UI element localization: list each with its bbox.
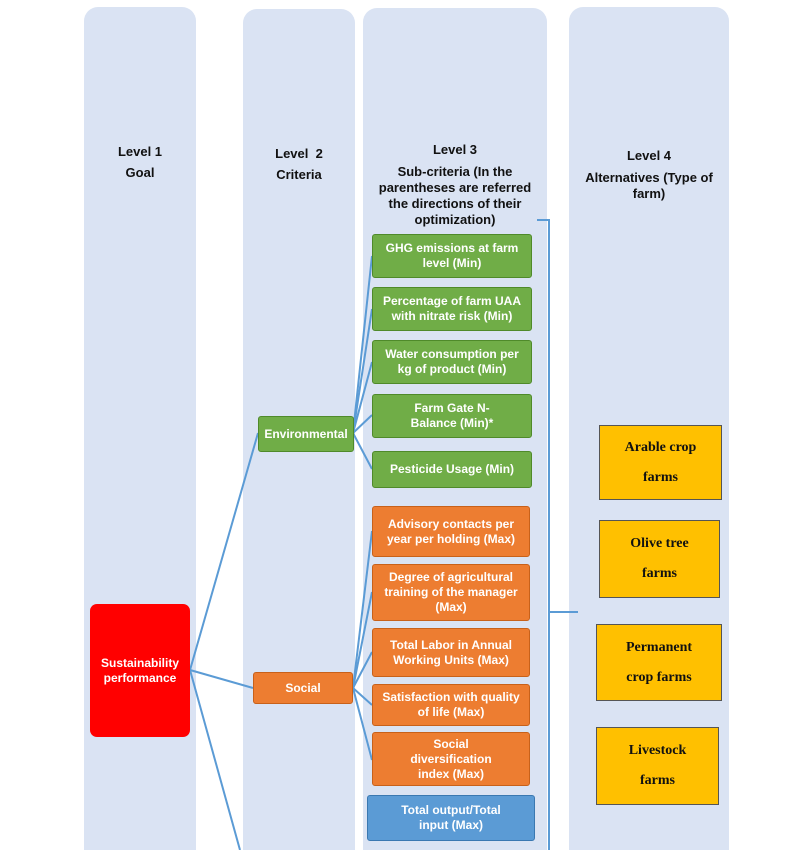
- subcriterion-total-labor: Total Labor in Annual Working Units (Max…: [372, 628, 530, 677]
- subcriterion-n-balance: Farm Gate N-Balance (Min)*: [372, 394, 532, 438]
- level2-subtitle: Criteria: [276, 167, 322, 182]
- goal-box: Sustainability performance: [90, 604, 190, 737]
- subcriterion-ghg-emissions: GHG emissions at farm level (Min): [372, 234, 532, 278]
- subcriterion-advisory-contacts: Advisory contacts per year per holding (…: [372, 506, 530, 557]
- criterion-environmental: Environmental: [258, 416, 354, 452]
- level4-title: Level 4: [626, 148, 672, 163]
- subcriterion-total-output-input: Total output/Total input (Max): [367, 795, 535, 841]
- level4-subtitle: Alternatives (Type of farm): [585, 170, 713, 201]
- alternative-olive-tree-farms: Olive tree farms: [599, 520, 720, 598]
- alternative-livestock-farms: Livestock farms: [596, 727, 719, 805]
- level3-subtitle: Sub-criteria (In the parentheses are ref…: [378, 164, 532, 227]
- alternative-permanent-crop-farms: Permanent crop farms: [596, 624, 722, 701]
- subcriterion-social-diversification: Social diversification index (Max): [372, 732, 530, 786]
- criterion-social: Social: [253, 672, 353, 704]
- level3-title: Level 3: [432, 142, 478, 157]
- subcriterion-agricultural-training: Degree of agricultural training of the m…: [372, 564, 530, 621]
- level4-header: Level 4 Alternatives (Type of farm): [575, 147, 723, 202]
- subcriterion-nitrate-risk: Percentage of farm UAA with nitrate risk…: [372, 287, 532, 331]
- level2-header: Level 2 Criteria: [243, 145, 355, 183]
- subcriterion-pesticide-usage: Pesticide Usage (Min): [372, 451, 532, 488]
- level3-header: Level 3 Sub-criteria (In the parentheses…: [370, 141, 540, 228]
- level1-header: Level 1 Goal: [84, 143, 196, 181]
- level2-title: Level 2: [275, 146, 323, 161]
- level1-title: Level 1: [117, 144, 163, 159]
- subcriterion-quality-of-life: Satisfaction with quality of life (Max): [372, 684, 530, 726]
- subcriterion-water-consumption: Water consumption per kg of product (Min…: [372, 340, 532, 384]
- level1-subtitle: Goal: [125, 165, 155, 180]
- alternative-arable-crop-farms: Arable crop farms: [599, 425, 722, 500]
